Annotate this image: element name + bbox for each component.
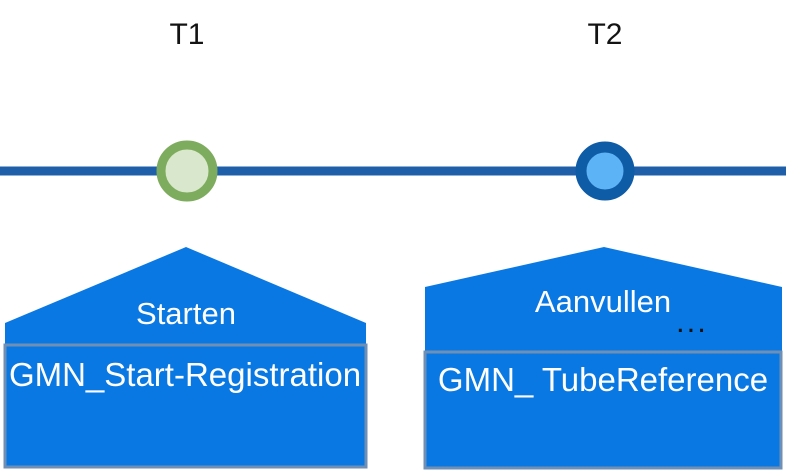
node-box-label-right: GMN_ TubeReference bbox=[437, 361, 769, 398]
node-box-left[interactable] bbox=[3, 343, 368, 469]
node-title-right: Aanvullen bbox=[534, 284, 672, 319]
node-title-right-ellipsis: ... bbox=[676, 304, 708, 339]
timeline-marker-t1[interactable] bbox=[156, 140, 218, 202]
node-box-label-left: GMN_Start-Registration bbox=[8, 356, 362, 393]
timeline-marker-t2[interactable] bbox=[575, 141, 635, 201]
node-title-left: Starten bbox=[136, 296, 236, 331]
timeline-label-t2: T2 bbox=[587, 18, 623, 51]
node-shape-left-pentagon[interactable] bbox=[5, 247, 366, 345]
timeline-label-t1: T1 bbox=[169, 18, 205, 51]
node-box-right[interactable] bbox=[423, 350, 783, 470]
node-shape-right-pentagon[interactable] bbox=[425, 247, 782, 352]
